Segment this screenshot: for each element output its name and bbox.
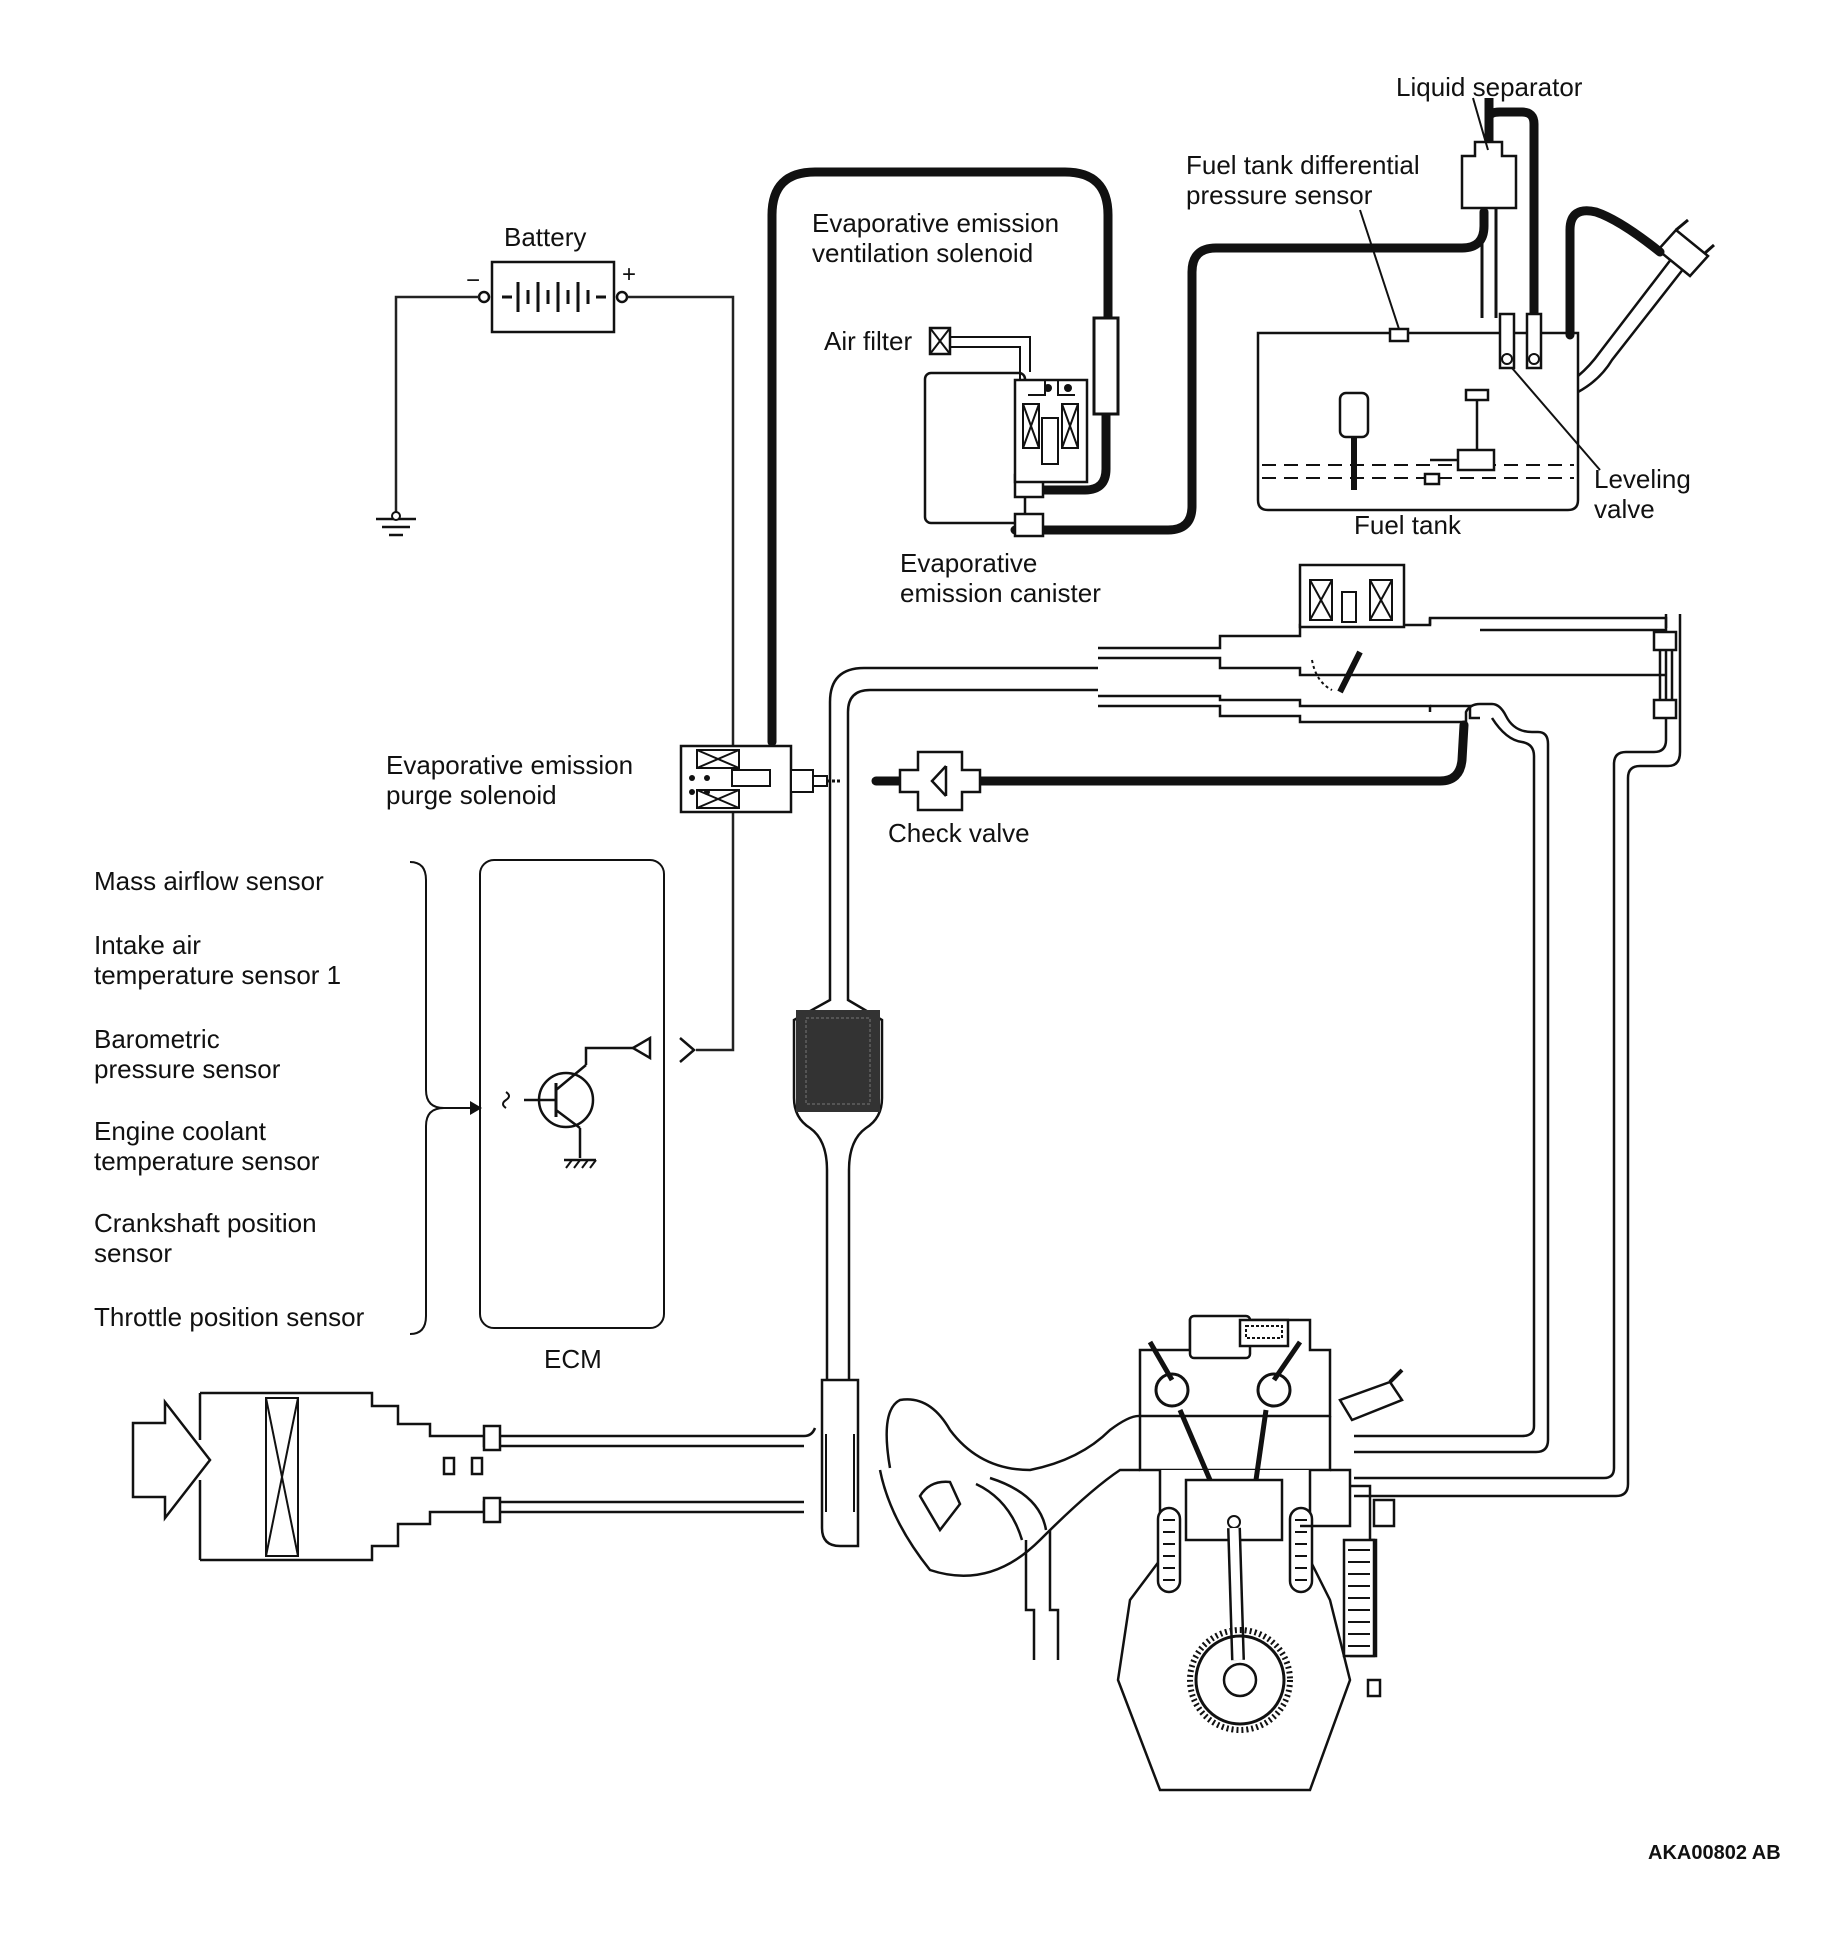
- fuel-tank-label: Fuel tank: [1354, 510, 1461, 540]
- air-filter-label: Air filter: [824, 326, 913, 356]
- leveling-valve-label: Leveling valve: [1594, 464, 1691, 524]
- battery-symbol: [477, 260, 629, 334]
- battery-positive-terminal: +: [622, 261, 637, 288]
- battery-positive-wire: [627, 295, 735, 746]
- battery-negative-terminal: −: [466, 267, 481, 294]
- evap-canister-label: Evaporative emission canister: [900, 548, 1101, 608]
- intake-manifold: [878, 1398, 1141, 1660]
- check-valve-hose: [871, 720, 1469, 786]
- vent-hose-joint: [1092, 316, 1120, 416]
- intake-duct: [482, 1424, 817, 1524]
- sensor-input-barometric: Barometric pressure sensor: [94, 1024, 281, 1084]
- liquid-separator-label: Liquid separator: [1396, 72, 1583, 102]
- tank-vapor-hose: [1010, 207, 1489, 535]
- battery-label: Battery: [504, 222, 587, 252]
- engine-block: [1116, 1314, 1404, 1792]
- air-cleaner: [131, 1391, 498, 1562]
- figure-code: AKA00802 AB: [1648, 1842, 1781, 1864]
- catalyst-pipe: [792, 666, 1098, 1548]
- sensor-input-coolant-temp: Engine coolant temperature sensor: [94, 1116, 320, 1176]
- intake-runners: [1354, 614, 1682, 1498]
- battery-ground-wire: [376, 295, 479, 537]
- sensor-input-intake-air-temp: Intake air temperature sensor 1: [94, 930, 342, 990]
- exhaust-system: [1300, 1468, 1396, 1698]
- sensor-input-crankshaft: Crankshaft position sensor: [94, 1208, 317, 1268]
- sensor-input-mass-airflow: Mass airflow sensor: [94, 866, 324, 896]
- fuel-tank-symbol: [1256, 206, 1715, 512]
- evap-ventilation-solenoid-label: Evaporative emission ventilation solenoi…: [812, 208, 1060, 268]
- canister-vent-hose: [1010, 409, 1111, 495]
- purge-hose: [767, 167, 1113, 747]
- check-valve-symbol: [898, 750, 982, 812]
- evap-canister-symbol: [923, 371, 1089, 538]
- ecm-connector: [679, 1037, 696, 1063]
- purge-solenoid-symbol: [679, 744, 840, 814]
- ecm-output-wire: [696, 812, 735, 1052]
- fuel-tank-differential-pressure-sensor-label: Fuel tank differential pressure sensor: [1186, 150, 1420, 210]
- throttle-body: [1098, 563, 1668, 724]
- air-filter-symbol: [928, 326, 1031, 380]
- check-valve-label: Check valve: [888, 818, 1030, 848]
- evap-purge-solenoid-label: Evaporative emission purge solenoid: [386, 750, 634, 810]
- sensor-input-bracket: [409, 861, 482, 1335]
- ecm-box: [479, 859, 665, 1329]
- sensor-input-throttle-position: Throttle position sensor: [94, 1302, 365, 1332]
- liquid-separator-symbol: [1460, 97, 1601, 471]
- ecm-label: ECM: [544, 1344, 602, 1374]
